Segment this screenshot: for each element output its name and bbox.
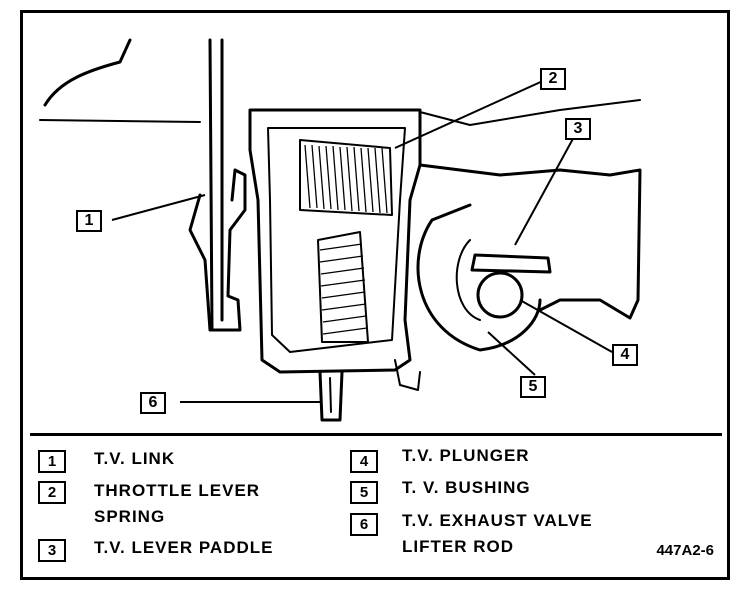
legend-text-4: T.V. PLUNGER — [402, 446, 530, 465]
legend-num-5: 5 — [350, 481, 378, 504]
tv-plunger — [476, 271, 524, 319]
rod-slot — [329, 377, 332, 413]
legend-num-4: 4 — [350, 450, 378, 473]
legend-text-3: T.V. LEVER PADDLE — [94, 538, 274, 557]
housing-outline — [43, 38, 132, 107]
legend-text-5: T. V. BUSHING — [402, 478, 531, 497]
callout-6: 6 — [140, 392, 166, 414]
legend-num-1: 1 — [38, 450, 66, 473]
lower-spring-outline — [317, 231, 369, 343]
bushing-inner — [455, 239, 481, 321]
tv-link — [188, 168, 247, 332]
legend-divider — [30, 433, 722, 436]
valve-body-top — [419, 99, 641, 126]
valve-body — [418, 163, 642, 320]
callout-5: 5 — [520, 376, 546, 398]
lever-frame — [248, 108, 422, 374]
housing-edge — [39, 119, 201, 123]
leader-lines — [111, 79, 613, 403]
lever-inner — [267, 127, 406, 353]
callout-1: 1 — [76, 210, 102, 232]
legend-num-6: 6 — [350, 513, 378, 536]
callout-2: 2 — [540, 68, 566, 90]
legend-text-1: T.V. LINK — [94, 449, 176, 468]
housing-wall — [208, 38, 224, 332]
tv-bushing — [416, 203, 542, 352]
legend-text-6: T.V. EXHAUST VALVE LIFTER ROD — [402, 511, 593, 556]
lower-spring-hatching — [319, 243, 368, 335]
lifter-rod — [318, 370, 344, 422]
spring-hatching — [304, 144, 388, 214]
tv-lever-paddle — [470, 253, 552, 274]
legend-num-2: 2 — [38, 481, 66, 504]
legend-num-3: 3 — [38, 539, 66, 562]
spring-coil-outline — [299, 139, 393, 216]
legend-text-2: THROTTLE LEVER SPRING — [94, 481, 261, 526]
callout-4: 4 — [612, 344, 638, 366]
callout-3: 3 — [565, 118, 591, 140]
figure-frame — [20, 10, 730, 580]
lever-tab — [394, 359, 421, 391]
figure-code: 447A2-6 — [656, 542, 714, 559]
